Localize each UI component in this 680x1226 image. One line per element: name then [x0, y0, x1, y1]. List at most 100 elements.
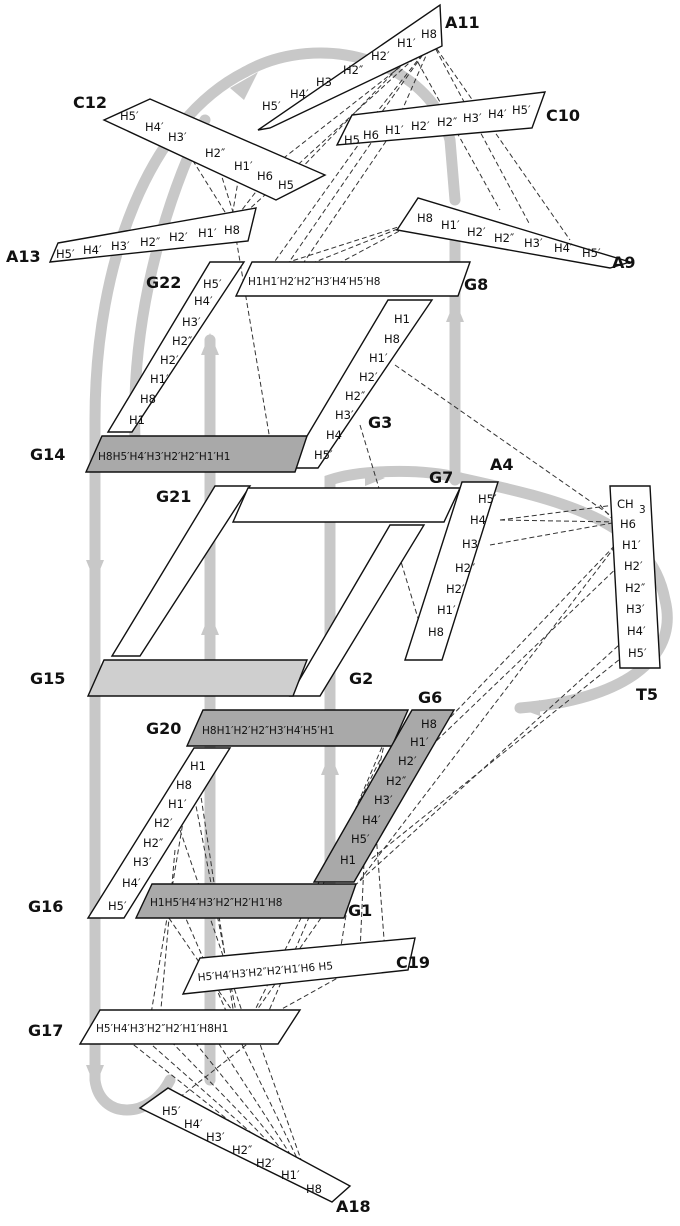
atom-label: H2′: [371, 49, 390, 63]
atom-label: H2″: [172, 334, 193, 348]
atom-label: H1′: [168, 797, 187, 811]
residue-plate-g1: [134, 883, 357, 919]
residue-plate-a9: [395, 197, 633, 269]
label-g16: G16: [28, 897, 63, 916]
atom-label: H2″: [455, 561, 476, 575]
atom-label: H5′: [314, 448, 333, 462]
atom-label: H3′: [133, 855, 152, 869]
atom-label: H3′: [182, 315, 201, 329]
atom-label: H5: [344, 133, 360, 147]
atoms-g17: H5′H4′H3′H2″H2′H1′H8H1: [96, 1023, 228, 1035]
residue-labels: A11 C12 C10 A13 A9 G22 G8 G14 G3 G21 G7 …: [6, 13, 658, 1216]
residue-plate-g15: [86, 659, 309, 697]
residue-plate-g21: [110, 485, 252, 657]
atom-label: H5′: [628, 646, 647, 660]
atom-label: H4′: [554, 241, 573, 255]
atom-label: H1′: [410, 735, 429, 749]
atoms-a4: H5′ H4′ H3′ H2″ H2′ H1′ H8: [428, 492, 497, 639]
label-g22: G22: [146, 273, 181, 292]
arrow-head: [518, 700, 540, 716]
label-g1: G1: [348, 901, 372, 920]
atom-label: H3′: [335, 408, 354, 422]
atoms-a11: H5′ H4′ H3′ H2″ H2′ H1′ H8: [262, 27, 437, 113]
atom-label: H4′: [290, 87, 309, 101]
label-c10: C10: [546, 106, 580, 125]
atoms-a9: H8 H1′ H2′ H2″ H3′ H4′ H5′: [417, 211, 601, 260]
atom-label: H2′: [624, 559, 643, 573]
residue-plate-g14: [84, 435, 308, 473]
residue-plate-g16: [86, 747, 232, 919]
atom-label: H2′: [359, 370, 378, 384]
residue-plate-a4: [404, 481, 499, 661]
atom-label: H2′: [411, 119, 430, 133]
atom-label: H2″: [143, 836, 164, 850]
atoms-g16: H1 H8 H1′ H2′ H2″ H3′ H4′ H5′: [108, 759, 206, 913]
atom-label: H2″: [232, 1143, 253, 1157]
residue-plate-t5: [609, 485, 661, 669]
atom-label: H3′: [374, 793, 393, 807]
atom-label: H8: [421, 717, 437, 731]
label-g3: G3: [368, 413, 392, 432]
atom-label: H1′: [441, 218, 460, 232]
residue-plate-c10: [335, 91, 547, 146]
atom-label: H4′: [470, 513, 489, 527]
atom-label: H2′: [169, 230, 188, 244]
atom-label: H6: [257, 169, 273, 183]
atom-label: H2′: [256, 1156, 275, 1170]
label-a9: A9: [612, 253, 636, 272]
atom-label: H3′: [168, 130, 187, 144]
atom-label: H3′: [626, 602, 645, 616]
residue-plate-g2: [288, 524, 426, 697]
label-g21: G21: [156, 487, 191, 506]
label-g20: G20: [146, 719, 181, 738]
atom-label: H4′: [194, 294, 213, 308]
residue-plate-c12: [102, 98, 327, 201]
atom-label: H2″: [345, 389, 366, 403]
atoms-a18: H5′ H4′ H3′ H2″ H2′ H1′ H8: [162, 1104, 322, 1196]
atom-label: H2″: [205, 146, 226, 160]
atom-label: H2″: [437, 115, 458, 129]
atom-label: H1′: [150, 372, 169, 386]
atom-label: H8: [417, 211, 433, 225]
residue-plate-g17: [78, 1009, 302, 1045]
atom-label: H3′: [462, 537, 481, 551]
atom-label: H6: [620, 517, 636, 531]
atom-label: H1: [340, 853, 356, 867]
label-t5: T5: [636, 685, 658, 704]
atoms-a13: H5′ H4′ H3′ H2″ H2′ H1′ H8: [56, 223, 240, 261]
atom-label: H4′: [184, 1117, 203, 1131]
residue-plate-g8: [234, 261, 471, 297]
atom-label: H1: [394, 312, 410, 326]
atom-label: H4′: [83, 243, 102, 257]
atoms-g6: H8 H1′ H2′ H2″ H3′ H4′ H5′ H1: [340, 717, 437, 867]
atom-label: H2′: [398, 754, 417, 768]
atom-label: H3′: [524, 236, 543, 250]
atoms-g14: H8H5′H4′H3′H2′H2″H1′H1: [98, 451, 230, 463]
label-a13: A13: [6, 247, 41, 266]
atom-label: H5′: [262, 99, 281, 113]
arrow-head: [86, 560, 104, 582]
atom-label: H5′: [582, 246, 601, 260]
atom-label: H1′: [281, 1168, 300, 1182]
atom-label: H4′: [122, 876, 141, 890]
atom-label: H1′: [622, 538, 641, 552]
atoms-g1: H1H5′H4′H3′H2″H2′H1′H8: [150, 897, 282, 909]
atom-label: H4′: [362, 813, 381, 827]
label-a4: A4: [490, 455, 514, 474]
atom-label: H2′: [467, 225, 486, 239]
atom-label: H5: [278, 178, 294, 192]
atom-label: H1′: [385, 123, 404, 137]
atom-label: H1′: [234, 159, 253, 173]
atom-label: H5′: [478, 492, 497, 506]
atom-label: 3: [639, 504, 646, 516]
atom-label: H3′: [206, 1130, 225, 1144]
atom-label: H1: [190, 759, 206, 773]
label-a18: A18: [336, 1197, 371, 1216]
atom-label: H5′: [56, 247, 75, 261]
atom-label: H5′: [351, 832, 370, 846]
atom-label: H3′: [111, 239, 130, 253]
arrow-head: [230, 72, 258, 100]
atom-label: H2″: [494, 231, 515, 245]
residue-plate-g3: [286, 299, 434, 469]
atom-label: H5′: [512, 103, 531, 117]
